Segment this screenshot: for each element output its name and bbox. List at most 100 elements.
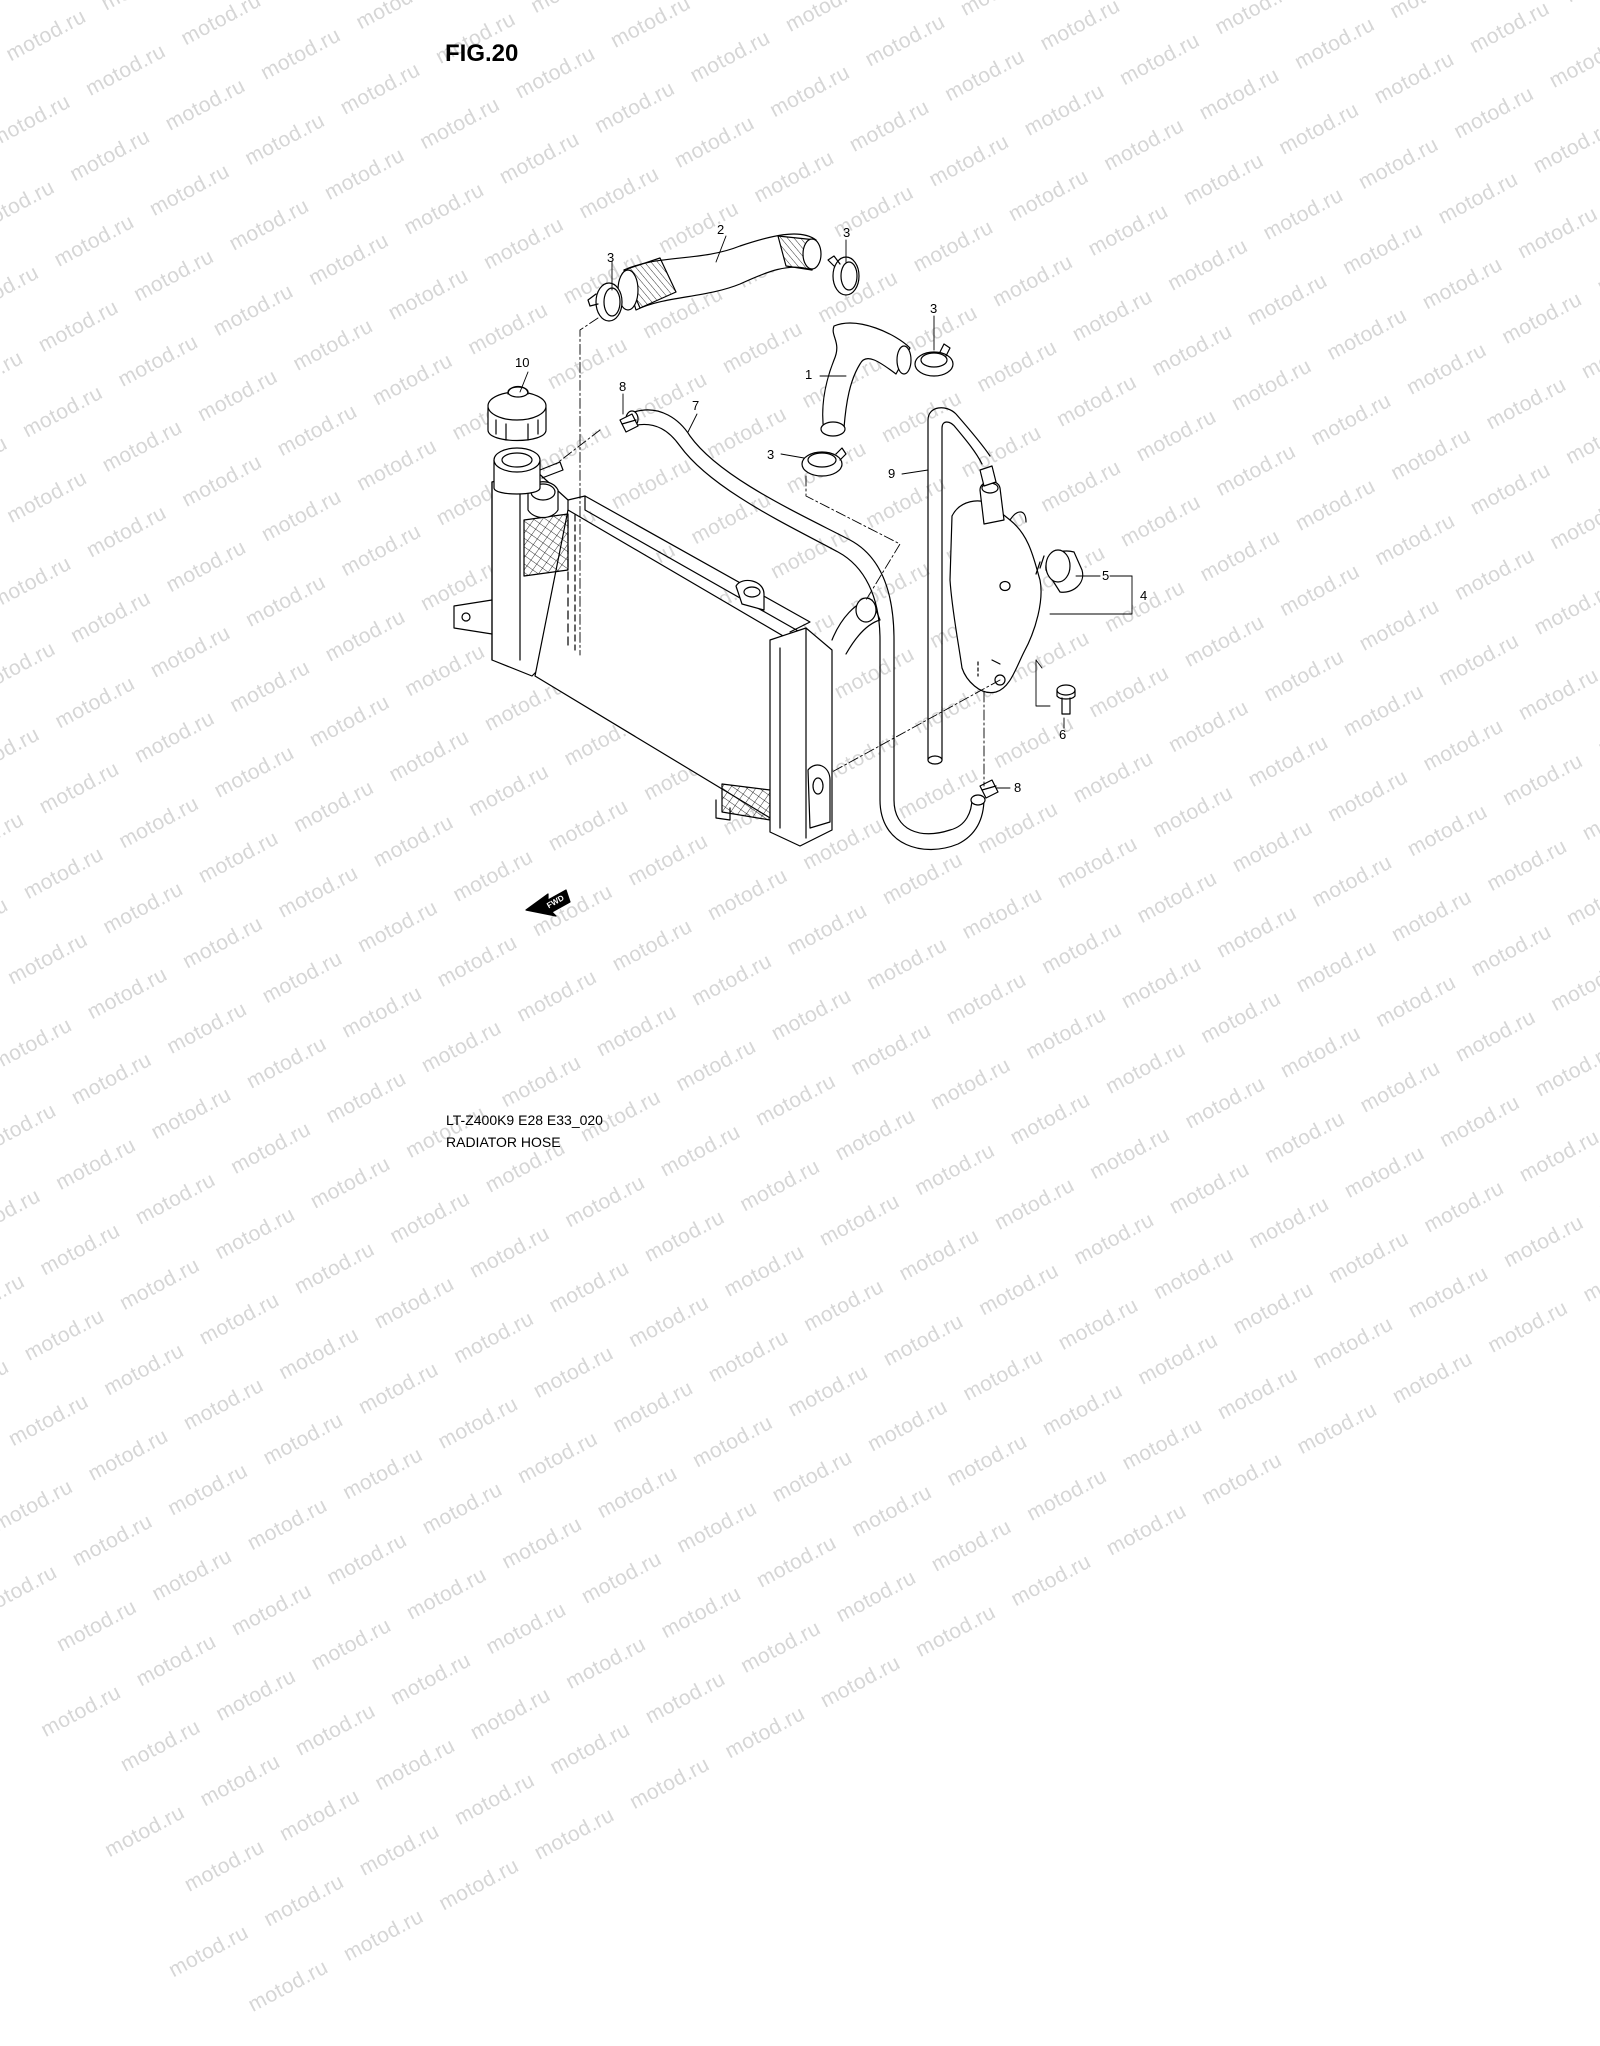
watermark-text: motod.ru (1293, 1398, 1381, 1460)
watermark-text: motod.ru (228, 1579, 316, 1641)
watermark-text: motod.ru (371, 1734, 459, 1796)
watermark-text: motod.ru (260, 1870, 348, 1932)
watermark-text: motod.ru (340, 1905, 428, 1967)
watermark-text: motod.ru (5, 1390, 93, 1452)
watermark-text: motod.ru (355, 1358, 443, 1420)
watermark-text: motod.ru (403, 1563, 491, 1625)
watermark-text: motod.ru (275, 1323, 363, 1385)
watermark-text: motod.ru (1405, 1262, 1493, 1324)
model-code: LT-Z400K9 E28 E33_020 (446, 1112, 603, 1128)
callout-8-upper: 8 (619, 379, 626, 394)
watermark-text: motod.ru (737, 1617, 825, 1679)
watermark-text: motod.ru (562, 1633, 650, 1695)
watermark-text: motod.ru (531, 1803, 619, 1865)
watermark-text: motod.ru (387, 1649, 475, 1711)
watermark-text: motod.ru (832, 1566, 920, 1628)
callout-8-lower: 8 (1014, 780, 1021, 795)
watermark-text: motod.ru (943, 1430, 1031, 1492)
hose-clamp-1 (588, 283, 622, 321)
watermark-text: motod.ru (69, 1510, 157, 1572)
watermark-text: motod.ru (1484, 1296, 1572, 1358)
watermark-text: motod.ru (1150, 1243, 1238, 1305)
watermark-text: motod.ru (641, 1206, 729, 1268)
reservoir-cap (1036, 550, 1083, 592)
watermark-text: motod.ru (53, 1595, 141, 1657)
watermark-text: motod.ru (1118, 1414, 1206, 1476)
callout-3-clamp-right: 3 (843, 225, 850, 240)
watermark-text: motod.ru (1055, 1294, 1143, 1356)
watermark-text: motod.ru (546, 1718, 634, 1780)
watermark-text: motod.ru (101, 1801, 189, 1863)
watermark-text: motod.ru (642, 1667, 730, 1729)
watermark-text: motod.ru (84, 1424, 172, 1486)
watermark-text: motod.ru (482, 1598, 570, 1660)
callout-7: 7 (692, 398, 699, 413)
watermark-text: motod.ru (0, 1475, 77, 1537)
watermark-text: motod.ru (928, 1515, 1016, 1577)
watermark-text: motod.ru (323, 1528, 411, 1590)
hose-clamp-4 (802, 448, 846, 476)
callout-9: 9 (888, 466, 895, 481)
watermark-text: motod.ru (1039, 1379, 1127, 1441)
watermark-text: motod.ru (212, 1665, 300, 1727)
watermark-text: motod.ru (657, 1582, 745, 1644)
watermark-text: motod.ru (673, 1496, 761, 1558)
watermark-text: motod.ru (419, 1478, 507, 1540)
callout-4: 4 (1140, 588, 1147, 603)
watermark-text: motod.ru (435, 1854, 523, 1916)
watermark-text: motod.ru (545, 1256, 633, 1318)
watermark-text: motod.ru (864, 1395, 952, 1457)
watermark-text: motod.ru (467, 1683, 555, 1745)
watermark-text: motod.ru (705, 1326, 793, 1388)
watermark-text: motod.ru (1325, 1227, 1413, 1289)
watermark-text: motod.ru (1389, 1347, 1477, 1409)
watermark-text: motod.ru (21, 1304, 109, 1366)
watermark-text: motod.ru (784, 1360, 872, 1422)
watermark-text: motod.ru (181, 1835, 269, 1897)
watermark-text: motod.ru (291, 1238, 379, 1300)
callout-1: 1 (805, 367, 812, 382)
watermark-text: motod.ru (1070, 1208, 1158, 1270)
watermark-text: motod.ru (1214, 1363, 1302, 1425)
watermark-text: motod.ru (466, 1222, 554, 1284)
watermark-text: motod.ru (609, 1376, 697, 1438)
watermark-text: motod.ru (36, 1219, 124, 1281)
watermark-text: motod.ru (720, 1240, 808, 1302)
watermark-text: motod.ru (594, 1462, 682, 1524)
watermark-text: motod.ru (895, 1224, 983, 1286)
watermark-text: motod.ru (769, 1446, 857, 1508)
watermark-text: motod.ru (292, 1699, 380, 1761)
watermark-text: motod.ru (164, 1459, 252, 1521)
watermark-text: motod.ru (1309, 1312, 1397, 1374)
watermark-text: motod.ru (975, 1259, 1063, 1321)
watermark-text: motod.ru (1198, 1448, 1286, 1510)
callout-2: 2 (717, 222, 724, 237)
watermark-text: motod.ru (434, 1392, 522, 1454)
watermark-text: motod.ru (117, 1715, 205, 1777)
watermark-text: motod.ru (848, 1480, 936, 1542)
watermark-text: motod.ru (1579, 1246, 1600, 1308)
watermark-text: motod.ru (133, 1630, 221, 1692)
exploded-view-drawing: FWD 1 2 3 3 3 3 4 5 6 7 8 8 9 10 (0, 0, 1600, 1200)
radiator (454, 448, 880, 846)
watermark-text: motod.ru (211, 1203, 299, 1265)
watermark-text: motod.ru (244, 1955, 332, 2017)
watermark-text: motod.ru (578, 1547, 666, 1609)
watermark-text: motod.ru (371, 1272, 459, 1334)
watermark-text: motod.ru (451, 1769, 539, 1831)
watermark-text: motod.ru (1230, 1278, 1318, 1340)
watermark-text: motod.ru (37, 1681, 125, 1743)
watermark-text: motod.ru (959, 1344, 1047, 1406)
watermark-text: motod.ru (356, 1819, 444, 1881)
callout-6: 6 (1059, 727, 1066, 742)
watermark-text: motod.ru (1500, 1211, 1588, 1273)
watermark-text: motod.ru (180, 1374, 268, 1436)
section-name: RADIATOR HOSE (446, 1134, 561, 1150)
watermark-text: motod.ru (626, 1753, 714, 1815)
watermark-text: motod.ru (0, 1561, 61, 1623)
watermark-text: motod.ru (276, 1785, 364, 1847)
watermark-text: motod.ru (196, 1288, 284, 1350)
watermark-text: motod.ru (0, 1355, 13, 1417)
callout-3-clamp-left: 3 (607, 250, 614, 265)
